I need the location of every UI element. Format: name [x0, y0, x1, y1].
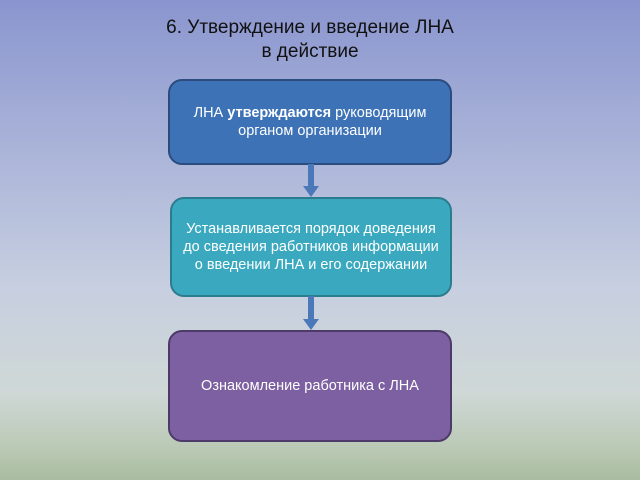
title-line-2: в действие [261, 41, 359, 62]
slide-title: 6. Утверждение и введение ЛНА в действие [100, 16, 520, 64]
step-2-text: Устанавливается порядок доведения до све… [183, 221, 439, 273]
step-3-text: Ознакомление работника с ЛНА [201, 378, 419, 394]
step-1-emphasis: утверждаются [227, 105, 332, 121]
step-box-notification-procedure: Устанавливается порядок доведения до све… [170, 197, 452, 297]
step-1-text: ЛНА утверждаются руководящим органом орг… [193, 105, 427, 139]
arrow-down-icon [303, 296, 319, 330]
arrow-down-icon [303, 164, 319, 197]
title-line-1: 6. Утверждение и введение ЛНА [166, 17, 454, 38]
step-box-familiarization: Ознакомление работника с ЛНА [168, 330, 452, 442]
step-box-approval: ЛНА утверждаются руководящим органом орг… [168, 79, 452, 165]
